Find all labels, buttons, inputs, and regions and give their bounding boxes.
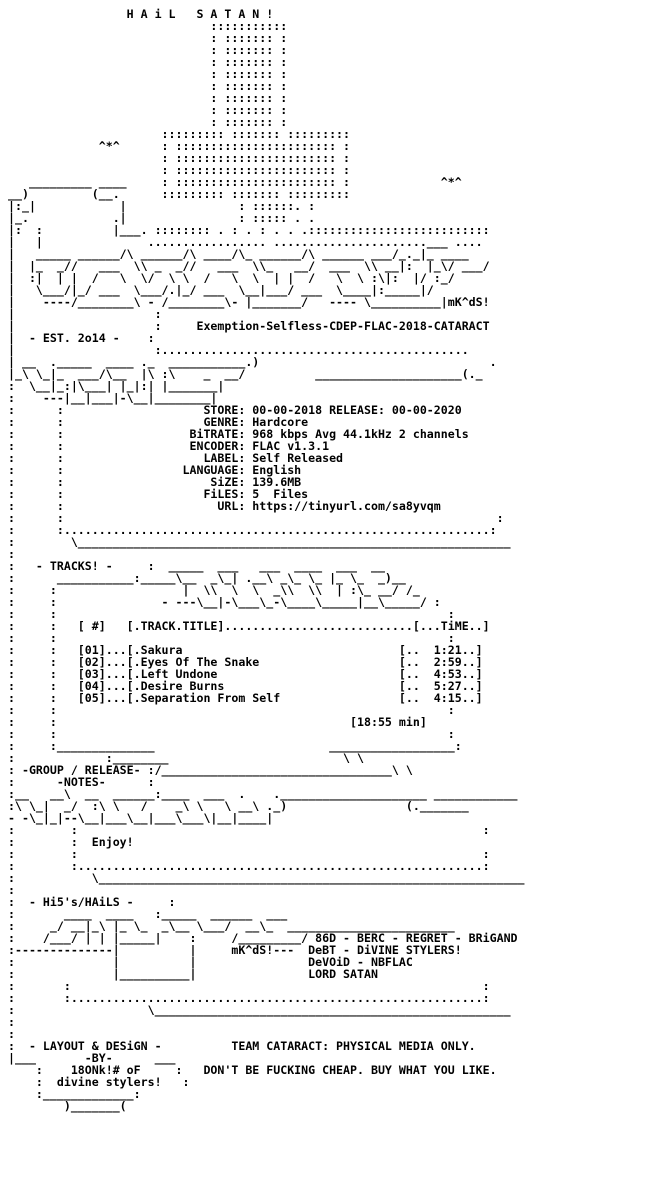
nfo-ascii-art: H A i L S A T A N ! ::::::::::: : ::::::…	[8, 7, 525, 1113]
